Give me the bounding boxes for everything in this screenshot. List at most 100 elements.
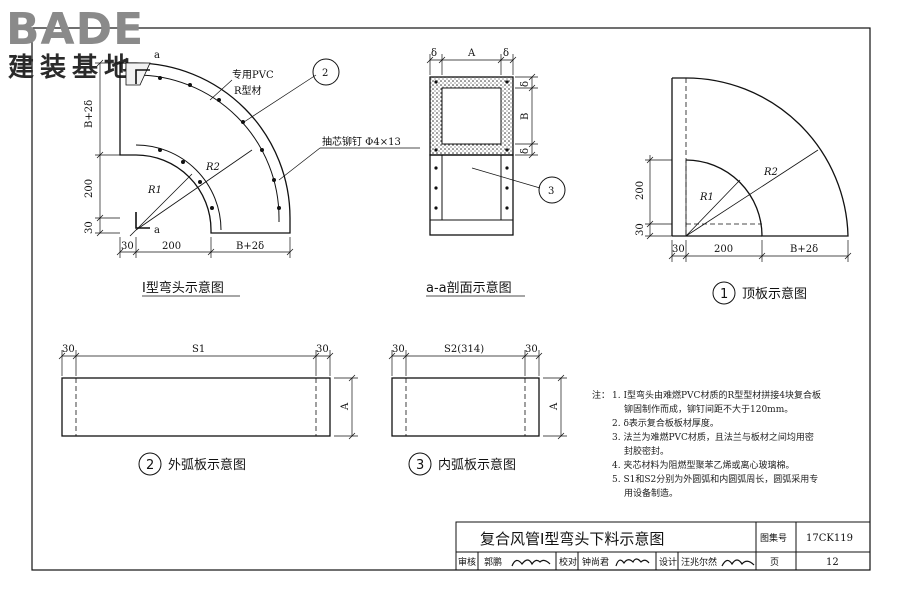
op-s1: S1 — [192, 344, 205, 355]
outer-plate-rect — [61, 377, 331, 437]
check-name: 钟尚君 — [582, 556, 609, 568]
elbow-labels: 专用PVC R型材 抽芯铆钉 Φ4×13 2 B+2δ 200 30 30 20… — [84, 50, 401, 296]
op-num: 2 — [146, 458, 154, 473]
atlas-label: 图集号 — [760, 532, 787, 544]
tp-30-bottom: 30 — [672, 244, 685, 255]
note-line-6: 5. S1和S2分别为外圆弧和内圆弧周长，圆弧采用专 — [612, 473, 818, 485]
sec-b: B — [520, 113, 531, 120]
design-signature — [721, 559, 755, 567]
design-name: 汪兆尔然 — [681, 556, 717, 568]
callout-3: 3 — [548, 186, 554, 197]
note-line-1: 铆固制作而成，铆钉间距不大于120mm。 — [624, 403, 793, 415]
drawing-title: 复合风管I型弯头下料示意图 — [480, 530, 664, 548]
notes: 注： 1. I型弯头由难燃PVC材质的R型型材拼接4块复合板 铆固制作而成，铆钉… — [592, 389, 821, 499]
op-30-r: 30 — [316, 344, 329, 355]
note-line-7: 用设备制造。 — [624, 487, 678, 499]
sec-dr2: δ — [520, 148, 531, 154]
tp-r2: R2 — [763, 167, 778, 178]
dim-b2d-left: B+2δ — [84, 100, 95, 128]
outer-plate-caption: 外弧板示意图 — [168, 457, 246, 473]
sec-dr1: δ — [520, 81, 531, 87]
sec-d2: δ — [503, 48, 509, 59]
dim-b2d-bottom: B+2δ — [236, 241, 264, 252]
tp-num: 1 — [720, 287, 728, 302]
top-plate-caption: 顶板示意图 — [742, 286, 807, 302]
label-r1: R1 — [147, 185, 162, 196]
atlas-no: 17CK119 — [806, 533, 853, 544]
inner-plate-rect — [391, 377, 540, 437]
review-name: 郭鹏 — [484, 556, 502, 568]
label-r2: R2 — [205, 162, 220, 173]
review-signature — [511, 559, 551, 567]
check-signature — [615, 558, 650, 567]
logo-brand: BADE — [6, 4, 144, 55]
sec-a: A — [467, 48, 476, 59]
tp-200-bottom: 200 — [714, 244, 733, 255]
inner-plate-diagram — [388, 350, 567, 476]
elbow-outline — [119, 62, 291, 234]
label-pvc: 专用PVC — [232, 68, 274, 81]
label-rivet: 抽芯铆钉 Φ4×13 — [322, 135, 401, 148]
note-line-2: 2. δ表示复合板板材厚度。 — [612, 417, 719, 429]
ip-30-l: 30 — [392, 344, 405, 355]
top-plate-labels: 200 30 30 200 B+2δ R1 R2 1 顶板示意图 — [635, 167, 818, 302]
review-label: 审核 — [458, 556, 476, 568]
design-label: 设计 — [659, 556, 677, 568]
title-block — [455, 521, 871, 571]
sheet-border — [31, 27, 871, 571]
page-no: 12 — [826, 557, 839, 568]
top-plate-diagram — [645, 77, 852, 305]
section-mark — [135, 69, 150, 84]
elbow-inner-arc-inner — [135, 144, 222, 231]
logo: BADE 建装基地 — [6, 4, 144, 83]
title-block-text: 复合风管I型弯头下料示意图 图集号 17CK119 审核 郭鹏 校对 钟尚君 设… — [458, 530, 853, 568]
elbow-caption: I型弯头示意图 — [142, 280, 224, 296]
tp-r1: R1 — [699, 192, 714, 203]
logo-sub: 建装基地 — [8, 53, 136, 83]
op-a: A — [340, 402, 351, 411]
elbow-diagram — [95, 58, 420, 258]
op-30-l: 30 — [62, 344, 75, 355]
note-line-5: 4. 夹芯材料为阻燃型聚苯乙烯或离心玻璃棉。 — [612, 459, 794, 471]
sec-d1: δ — [431, 48, 437, 59]
inner-plate-caption: 内弧板示意图 — [438, 457, 516, 473]
section-caption: a-a剖面示意图 — [426, 280, 512, 296]
sec-a-top: a — [154, 50, 160, 61]
inner-plate-labels: 30 S2(314) 30 A 3 内弧板示意图 — [392, 344, 560, 473]
num-1-circle — [712, 281, 736, 305]
top-plate-outline — [672, 78, 762, 236]
section-labels: δ A δ δ B δ 3 a-a剖面示意图 — [426, 48, 554, 296]
ip-num: 3 — [416, 458, 424, 473]
dim-200-bottom: 200 — [162, 241, 181, 252]
section-hollow — [441, 87, 502, 145]
page-label: 页 — [770, 557, 779, 568]
tp-30-left: 30 — [635, 223, 646, 236]
num-2-circle — [138, 452, 162, 476]
sec-a-bottom: a — [154, 225, 160, 236]
notes-head: 注： — [592, 389, 610, 401]
ip-30-r: 30 — [525, 344, 538, 355]
rivets-outer — [158, 76, 281, 210]
outer-plate-diagram — [58, 350, 358, 476]
ip-a: A — [549, 402, 560, 411]
note-line-0: 1. I型弯头由难燃PVC材质的R型型材拼接4块复合板 — [612, 389, 821, 401]
num-3-circle — [408, 452, 432, 476]
elbow-flange — [125, 62, 151, 86]
label-r: R型材 — [234, 84, 262, 97]
callout-2-circle — [312, 58, 340, 86]
ip-s2: S2(314) — [444, 344, 484, 355]
note-line-4: 封胶密封。 — [624, 445, 669, 457]
elbow-outer-arc-inner — [135, 74, 280, 222]
outer-plate-labels: 30 S1 30 A 2 外弧板示意图 — [62, 344, 351, 473]
callout-2: 2 — [322, 68, 328, 79]
tp-200-left: 200 — [635, 181, 646, 200]
section-lower — [429, 154, 514, 236]
check-label: 校对 — [559, 556, 577, 568]
note-line-3: 3. 法兰为难燃PVC材质，且法兰与板材之间均用密 — [612, 431, 814, 443]
tp-b2d-bottom: B+2δ — [790, 244, 818, 255]
dim-30-left: 30 — [84, 221, 95, 234]
section-diagram — [426, 54, 566, 236]
dim-30-bottom: 30 — [121, 241, 134, 252]
dim-200-left: 200 — [84, 179, 95, 198]
